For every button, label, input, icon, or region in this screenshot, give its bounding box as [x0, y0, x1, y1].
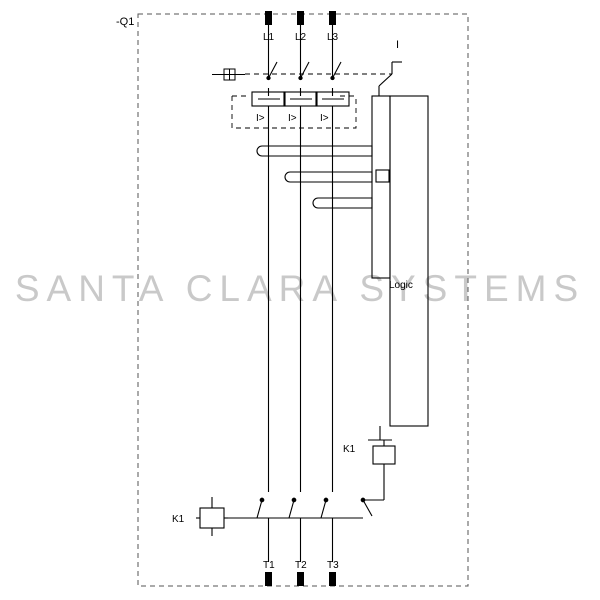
- bottom-phase-leads: [267, 518, 334, 562]
- terminal-block-bottom: T1 T2 T3: [263, 560, 339, 586]
- terminal-t3: [329, 572, 336, 586]
- terminal-t2: [297, 572, 304, 586]
- contactor-contact-row: K1: [172, 497, 373, 536]
- trip-mechanism-symbol: [212, 68, 245, 81]
- terminal-label-t1: T1: [263, 560, 275, 571]
- coil-to-contacts-link: [363, 492, 385, 501]
- breaker-handle-label: I: [396, 39, 399, 51]
- terminal-l1: [265, 11, 272, 25]
- main-contacts-group: [266, 61, 342, 96]
- contactor-coil-label: K1: [343, 444, 356, 455]
- overload-label-3: I>: [320, 113, 329, 124]
- terminal-t1: [265, 572, 272, 586]
- terminal-l2: [297, 11, 304, 25]
- overload-label-2: I>: [288, 113, 297, 124]
- terminal-label-t3: T3: [327, 560, 339, 571]
- terminal-l3: [329, 11, 336, 25]
- overload-relay-block: I> I> I>: [231, 91, 357, 129]
- logic-block-label: Logic: [389, 280, 413, 291]
- terminal-label-t2: T2: [295, 560, 307, 571]
- contactor-coil-box: [372, 445, 396, 465]
- overload-label-1: I>: [256, 113, 265, 124]
- logic-block: Logic: [371, 95, 429, 427]
- current-transformer-loops: [256, 145, 373, 209]
- phase-conductors: [267, 106, 334, 492]
- top-phase-leads: [267, 25, 334, 70]
- contactor-coil-symbol-left: [199, 507, 225, 529]
- enclosure-dashed-border: [137, 13, 469, 587]
- watermark-text: SANTA CLARA SYSTEMS: [14, 268, 586, 309]
- logic-tap-marker: [375, 169, 390, 183]
- device-tag-label: -Q1: [116, 16, 134, 28]
- contactor-coil-group: K1: [343, 426, 396, 492]
- breaker-handle-group: I: [378, 39, 402, 96]
- logic-body: [389, 95, 429, 427]
- logic-input-bar: [371, 95, 391, 279]
- contactor-contacts-label: K1: [172, 514, 185, 525]
